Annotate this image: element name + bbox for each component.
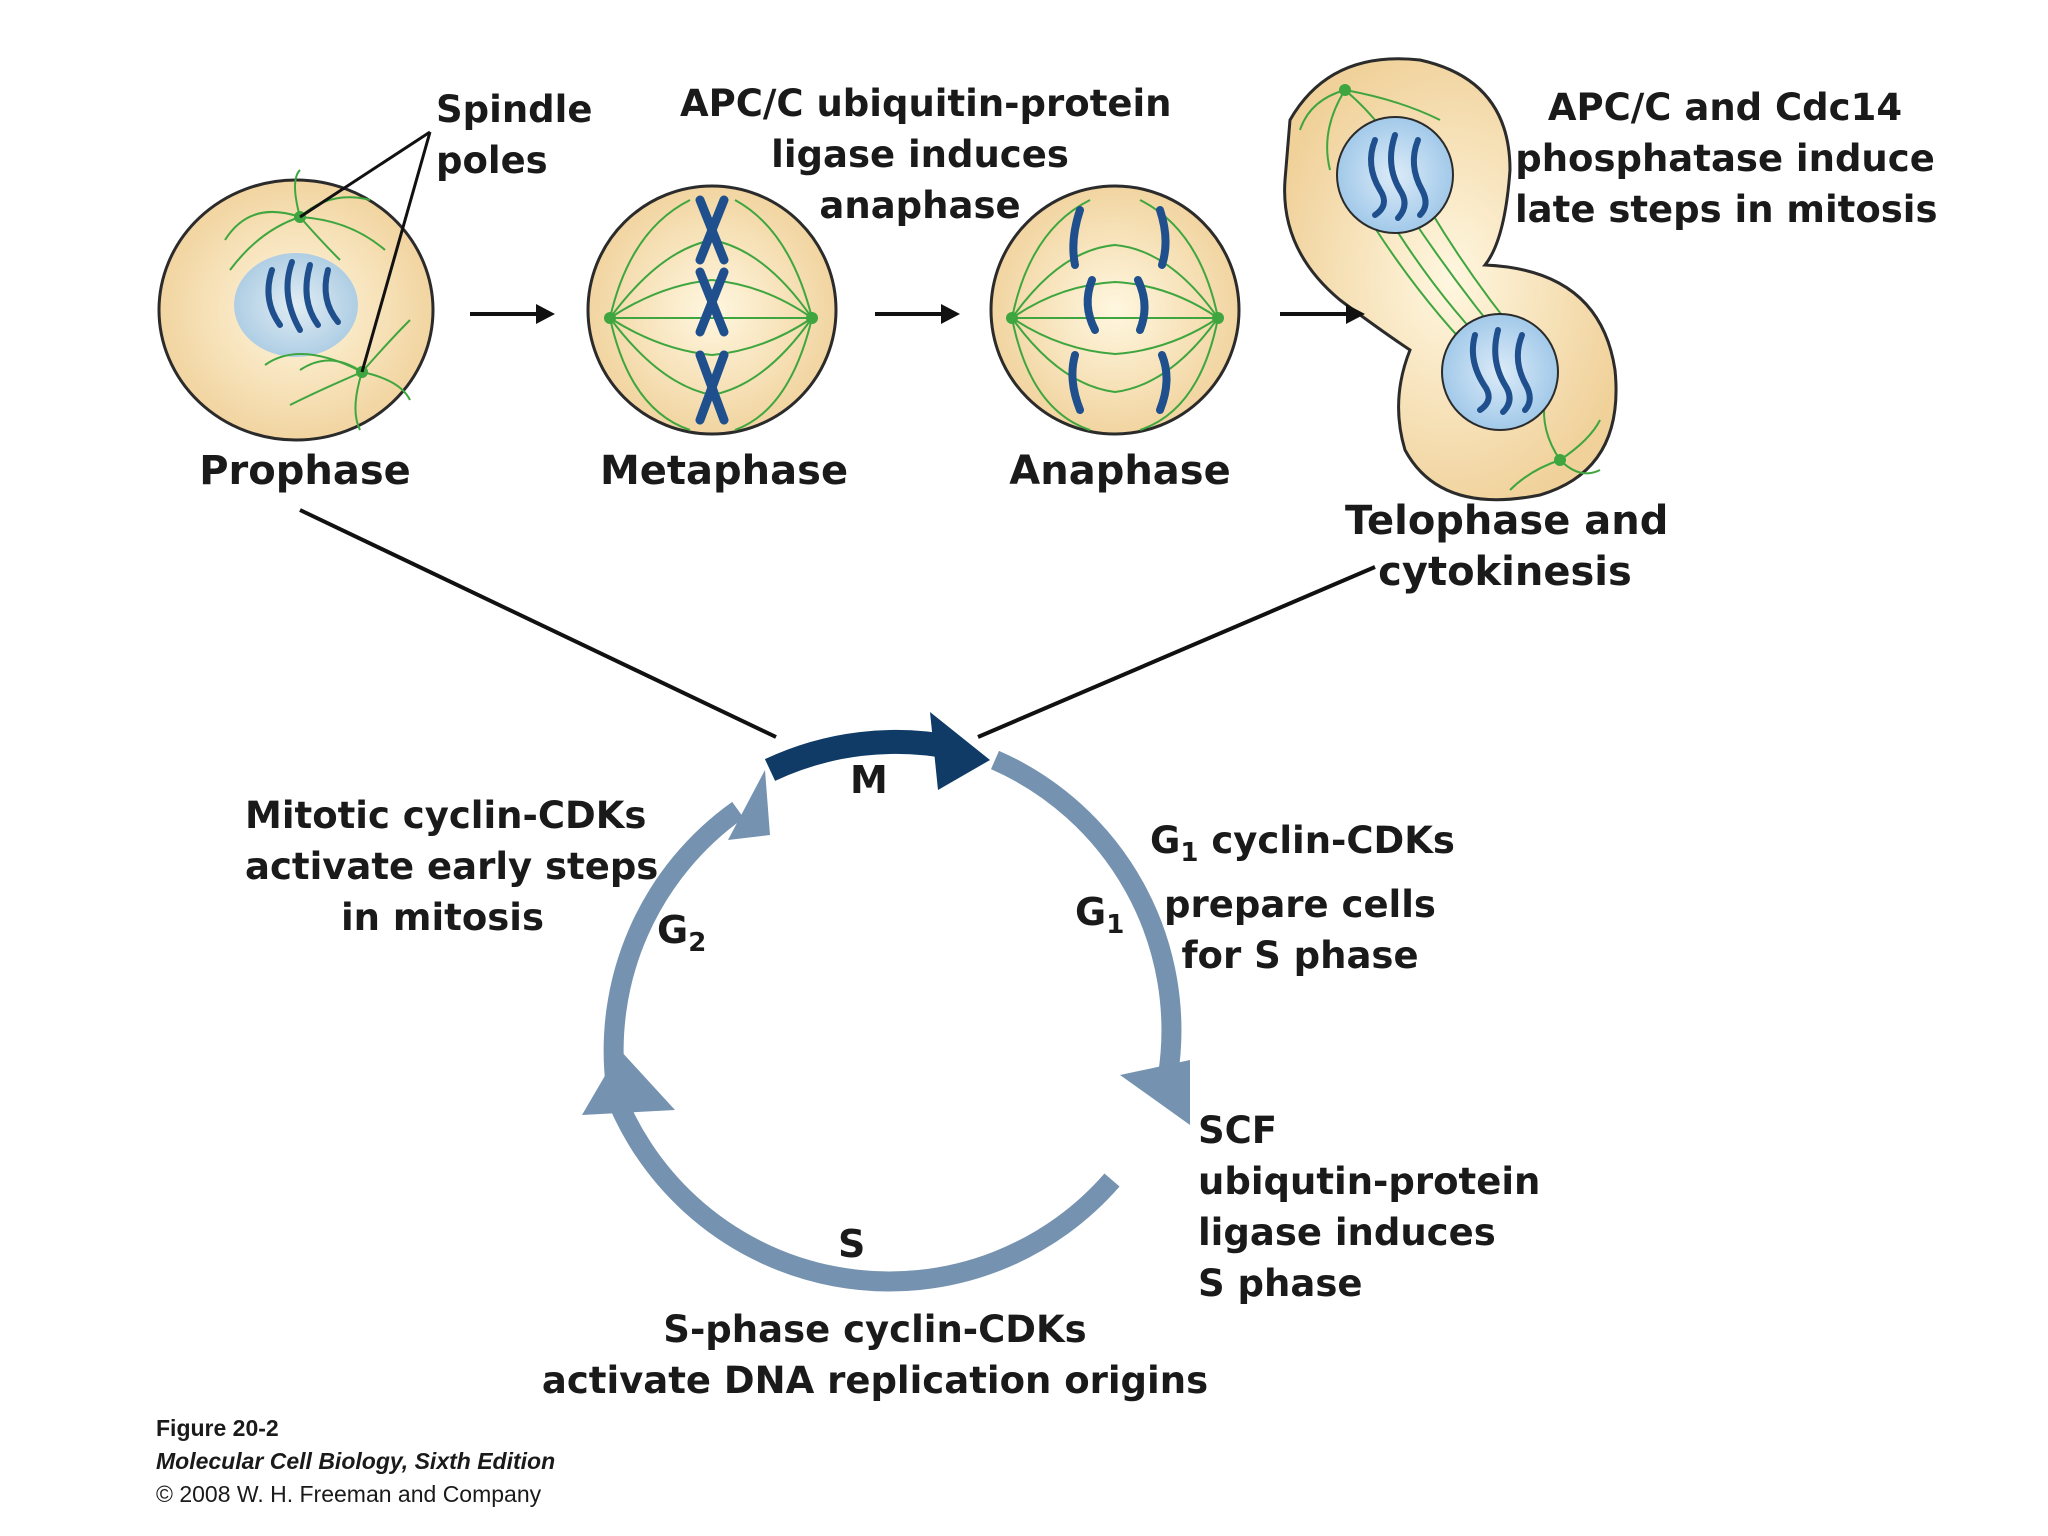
scf-line: SCF bbox=[1198, 1109, 1278, 1152]
cell-cycle-ring bbox=[582, 712, 1190, 1292]
apc-anaphase-label: APC/C ubiquitin-protein ligase induces a… bbox=[680, 78, 1172, 231]
scf-label: SCF ubiqutin-protein ligase induces S ph… bbox=[1198, 1105, 1540, 1309]
spindle-poles-line: Spindle bbox=[436, 88, 593, 131]
g2-arc bbox=[603, 801, 744, 1090]
s-cdk-line: activate DNA replication origins bbox=[541, 1359, 1209, 1402]
s-arc bbox=[602, 1083, 1120, 1292]
s-cdk-line: S-phase cyclin-CDKs bbox=[663, 1308, 1087, 1351]
metaphase-cell bbox=[586, 184, 838, 436]
g1-cdk-line: prepare cells bbox=[1164, 883, 1436, 926]
apc-cdc14-line: APC/C and Cdc14 bbox=[1547, 86, 1903, 129]
apc-anaphase-line: APC/C ubiquitin-protein bbox=[680, 82, 1172, 125]
scf-line: S phase bbox=[1198, 1262, 1363, 1305]
prophase-cell bbox=[157, 169, 435, 442]
scf-line: ligase induces bbox=[1198, 1211, 1496, 1254]
phase-s: S bbox=[838, 1222, 866, 1266]
stage-telophase: Telophase and cytokinesis bbox=[1345, 496, 1669, 598]
metaphase-chromosomes bbox=[695, 195, 729, 425]
m-phase-connectors bbox=[299, 508, 1376, 739]
m-arrowhead bbox=[930, 712, 990, 790]
apc-cdc14-line: phosphatase induce bbox=[1515, 137, 1935, 180]
phase-g1: G1 bbox=[1075, 890, 1125, 940]
anaphase-chromosomes bbox=[1068, 206, 1171, 414]
g1-cdk-line: G1 cyclin-CDKs bbox=[1150, 819, 1455, 868]
telophase-cell bbox=[1283, 57, 1618, 502]
g1-cdk-label: G1 cyclin-CDKs prepare cells for S phase bbox=[1150, 815, 1455, 981]
s-cdk-label: S-phase cyclin-CDKs activate DNA replica… bbox=[520, 1304, 1230, 1406]
telophase-line: cytokinesis bbox=[1378, 549, 1632, 595]
anaphase-cell bbox=[989, 184, 1241, 436]
prophase-spindle-fibers bbox=[224, 169, 411, 431]
phase-m: M bbox=[850, 758, 888, 802]
telophase-line: Telophase and bbox=[1345, 498, 1669, 544]
g1-cdk-line: for S phase bbox=[1181, 934, 1419, 977]
prophase-chromosomes bbox=[265, 259, 341, 333]
apc-anaphase-line: anaphase bbox=[819, 184, 1021, 227]
m-arc bbox=[764, 730, 958, 781]
figure-number: Figure 20-2 bbox=[156, 1415, 279, 1441]
spindle-poles-line: poles bbox=[436, 139, 548, 182]
stage-metaphase: Metaphase bbox=[600, 448, 849, 494]
mitotic-cdk-line: Mitotic cyclin-CDKs bbox=[245, 794, 647, 837]
stage-anaphase: Anaphase bbox=[1009, 448, 1231, 494]
scf-line: ubiqutin-protein bbox=[1198, 1160, 1541, 1203]
mitotic-cdk-label: Mitotic cyclin-CDKs activate early steps… bbox=[245, 790, 659, 943]
apc-cdc14-label: APC/C and Cdc14 phosphatase induce late … bbox=[1515, 82, 1938, 235]
prophase-nucleus bbox=[234, 253, 358, 357]
stage-prophase: Prophase bbox=[199, 448, 411, 494]
phase-g2: G2 bbox=[657, 908, 707, 958]
g2-arrowhead bbox=[728, 770, 770, 840]
copyright: © 2008 W. H. Freeman and Company bbox=[156, 1481, 542, 1507]
g1-arc bbox=[990, 750, 1182, 1077]
book-title: Molecular Cell Biology, Sixth Edition bbox=[156, 1448, 556, 1474]
g1-arrowhead bbox=[1120, 1060, 1190, 1125]
s-arrowhead bbox=[582, 1050, 675, 1115]
stage-arrows bbox=[470, 304, 1365, 324]
apc-cdc14-line: late steps in mitosis bbox=[1515, 188, 1938, 231]
spindle-poles-label: Spindle poles bbox=[436, 84, 592, 186]
telophase-chromosomes bbox=[1368, 132, 1533, 415]
spindle-poles-pointer bbox=[299, 130, 432, 373]
mitotic-cdk-line: in mitosis bbox=[341, 896, 544, 939]
apc-anaphase-line: ligase induces bbox=[771, 133, 1069, 176]
mitotic-cdk-line: activate early steps bbox=[245, 845, 659, 888]
